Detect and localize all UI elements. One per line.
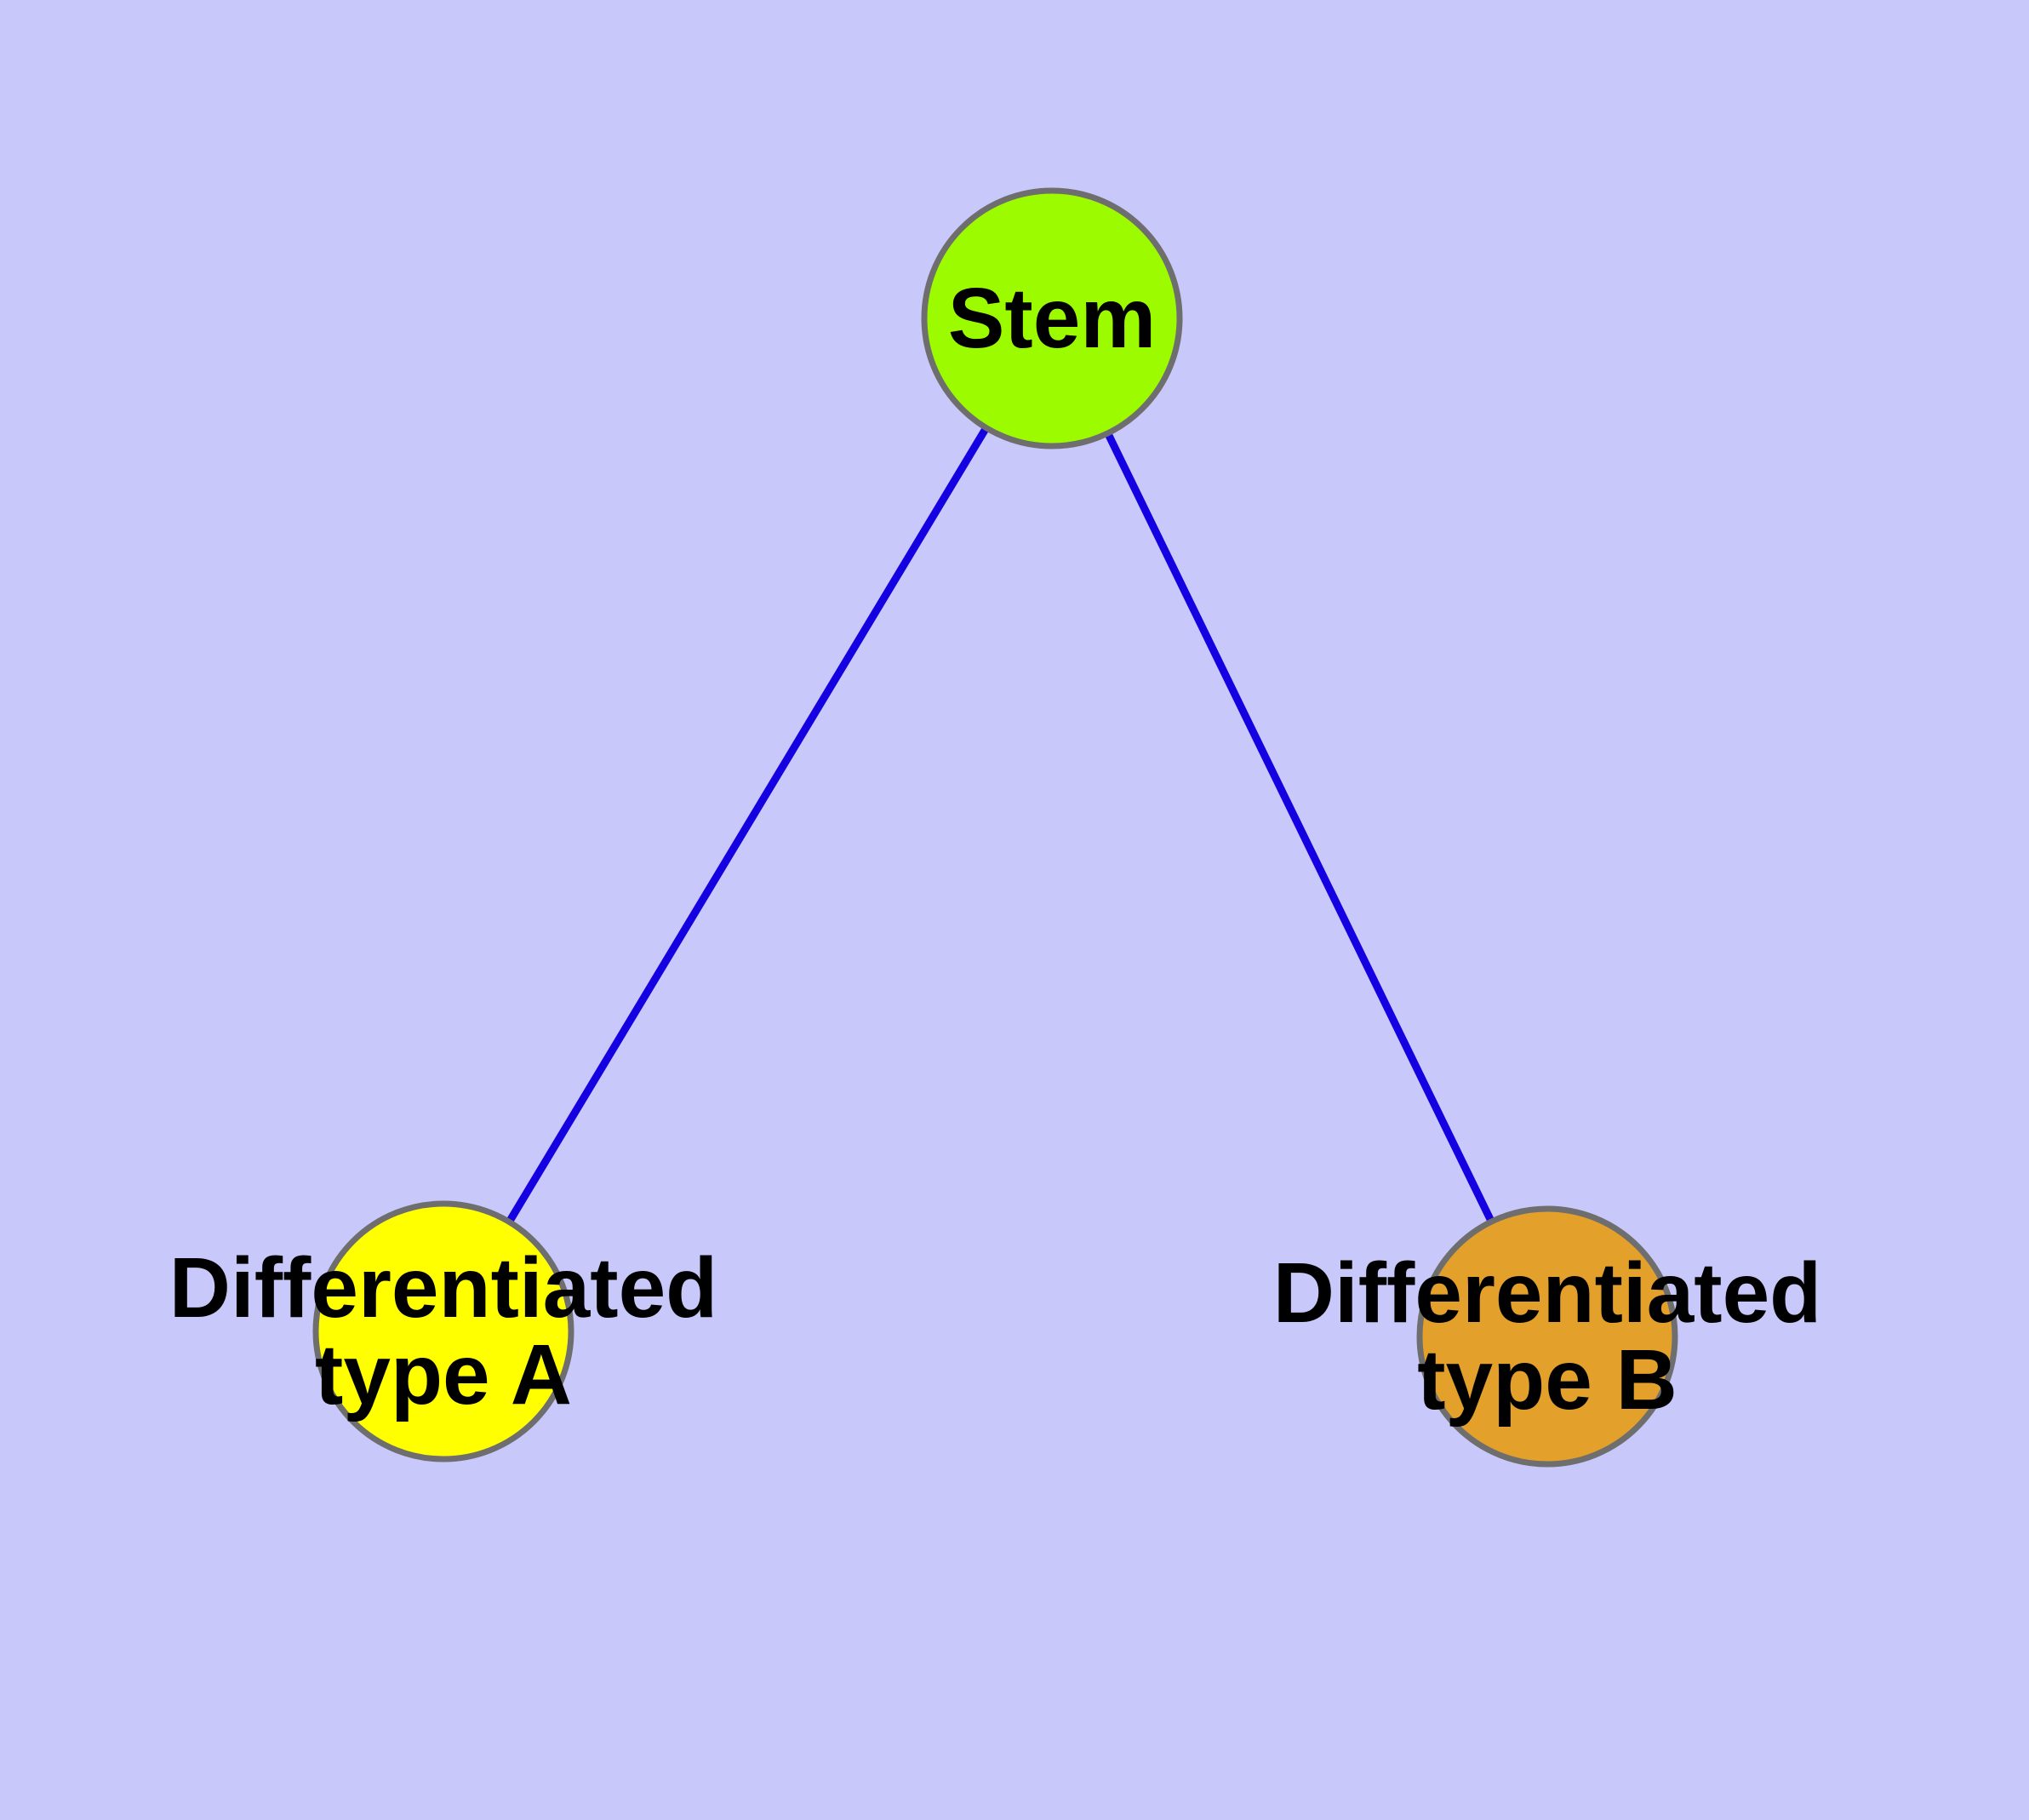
graph-edge[interactable]	[1103, 429, 1496, 1226]
graph-edge[interactable]	[504, 423, 992, 1227]
graph-node-diff_b[interactable]	[1416, 1205, 1678, 1468]
graph-node-diff_a[interactable]	[312, 1200, 574, 1462]
edges-group	[504, 423, 1496, 1227]
nodes-group	[312, 187, 1678, 1468]
graph-node-stem[interactable]	[921, 187, 1183, 449]
